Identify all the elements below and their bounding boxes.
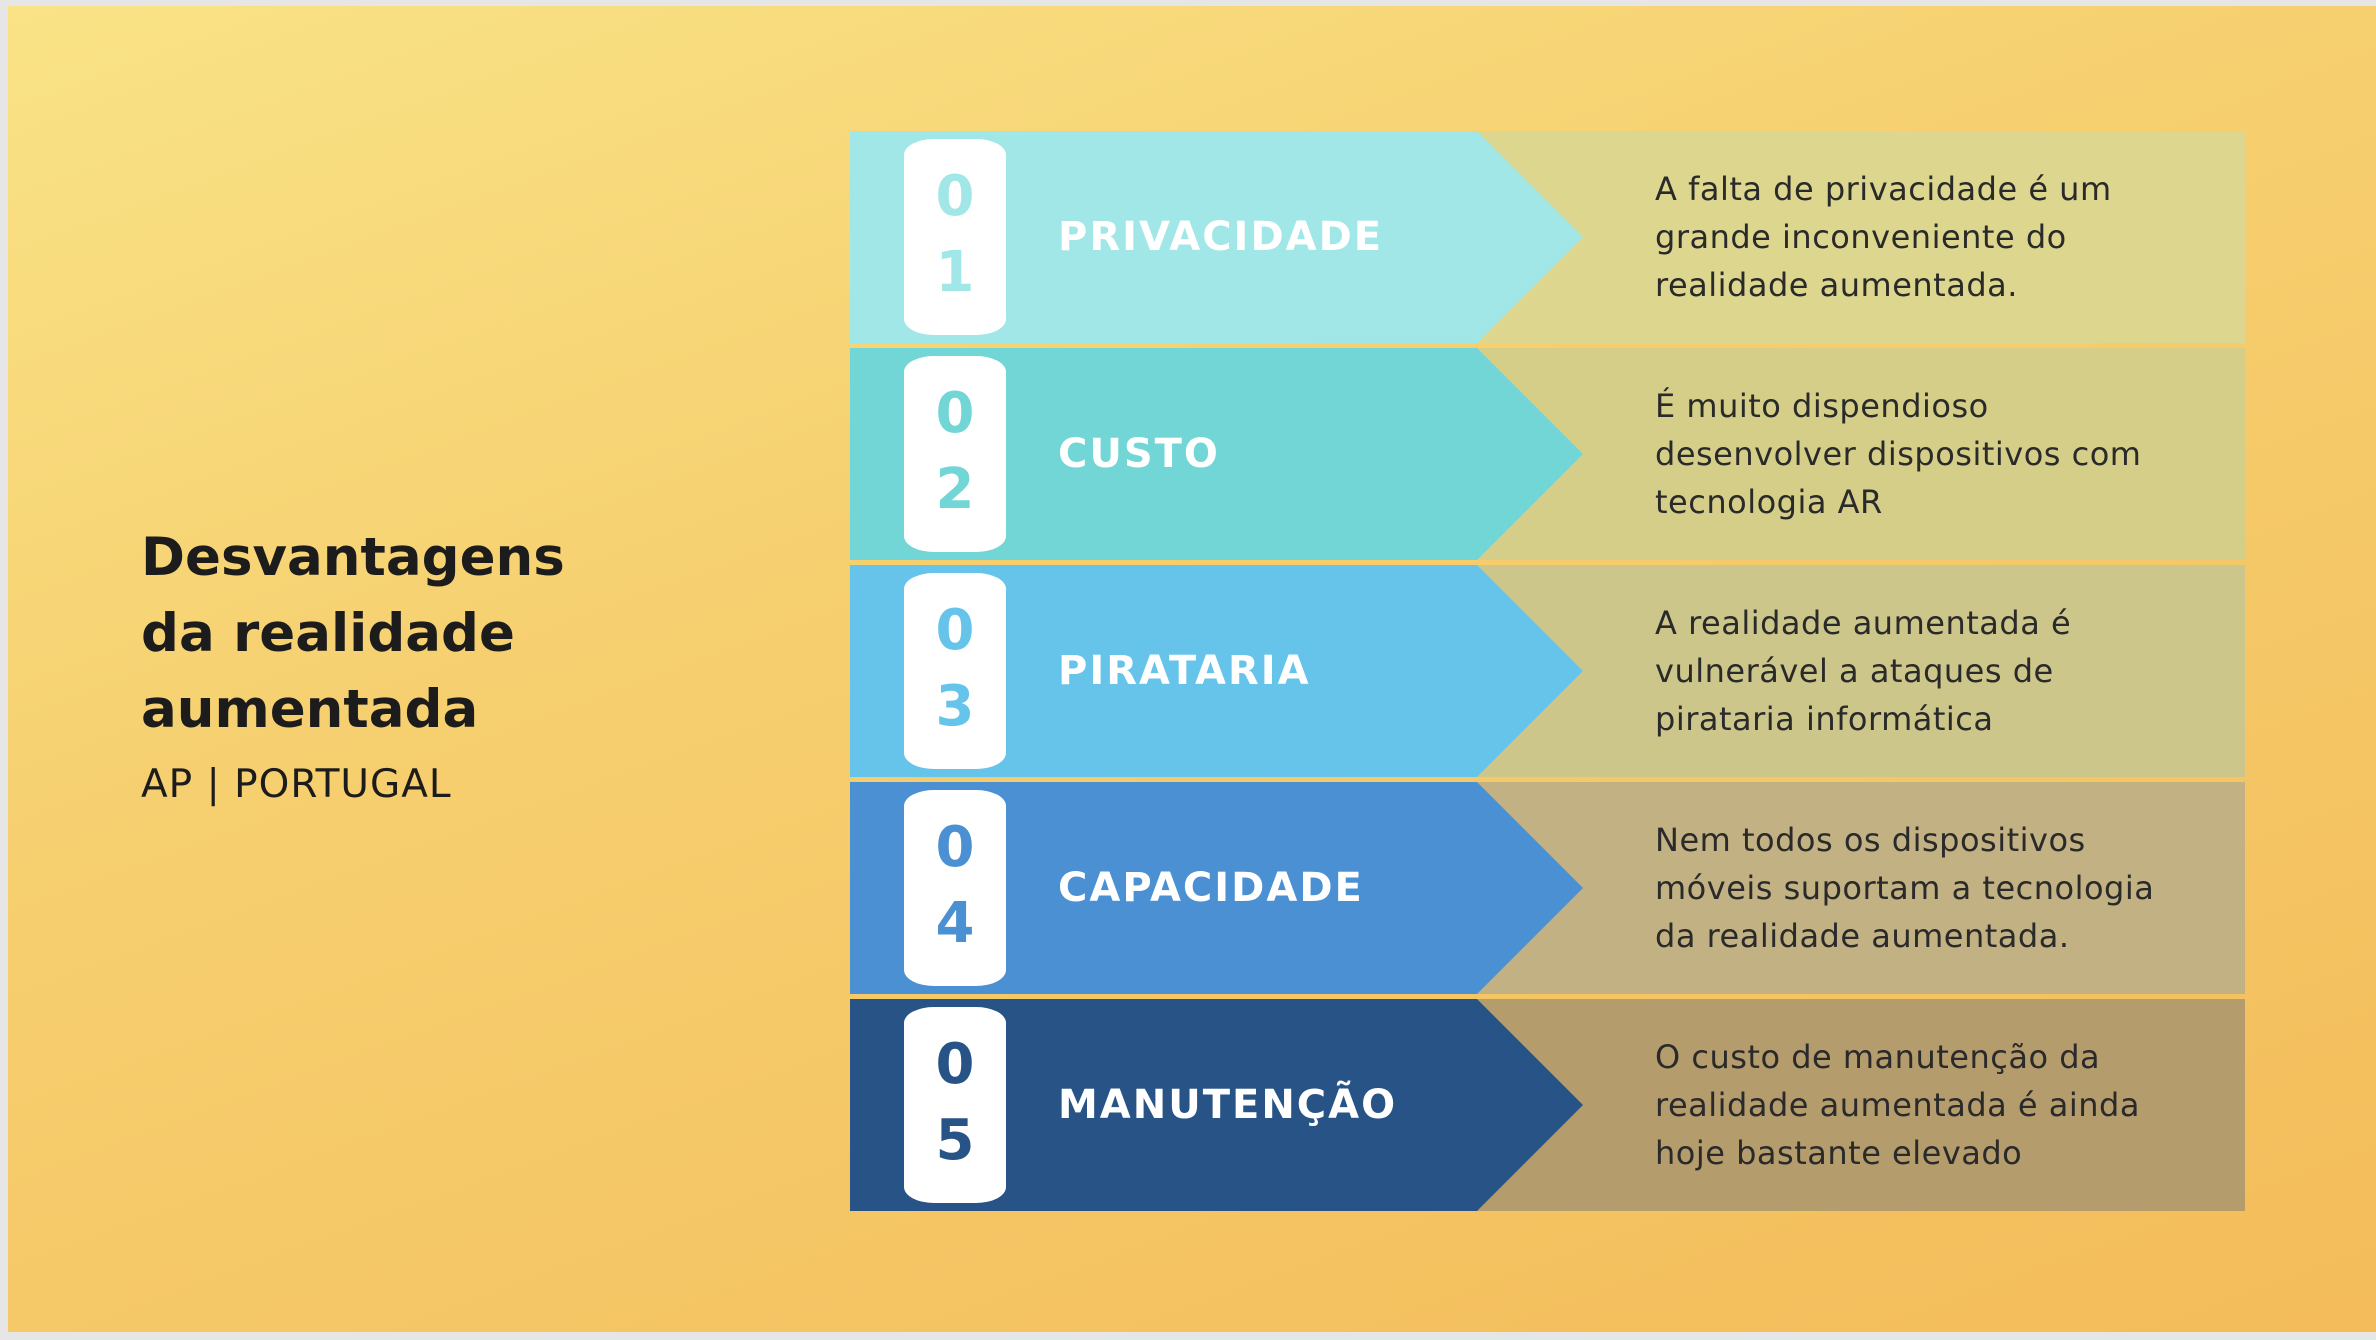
arrow-shape [850, 348, 1583, 560]
row-background [850, 565, 2245, 777]
number-digit: 0 [935, 381, 975, 446]
number-digit: 5 [935, 1108, 975, 1173]
item-description: Nem todos os dispositivos móveis suporta… [1655, 821, 2155, 955]
item-label: PIRATARIA [1058, 648, 1311, 694]
number-digit: 0 [935, 598, 975, 663]
number-digit: 0 [935, 815, 975, 880]
slide-title-line-2: da realidade [141, 603, 515, 664]
slide: Desvantagens da realidade aumentada AP |… [8, 6, 2376, 1332]
item-description: A realidade aumentada é vulnerável a ata… [1655, 604, 2072, 738]
arrow-shape [850, 565, 1583, 777]
row-background [850, 131, 2245, 343]
slide-title-line-3: aumentada [141, 679, 479, 740]
number-digit: 3 [935, 674, 975, 739]
number-digit: 0 [935, 164, 975, 229]
number-digit: 0 [935, 1032, 975, 1097]
item-description: O custo de manutenção da realidade aumen… [1655, 1038, 2140, 1172]
number-digit: 1 [935, 240, 975, 305]
item-label: CUSTO [1058, 431, 1220, 477]
slide-subtitle: AP | PORTUGAL [141, 762, 452, 807]
row-background [850, 782, 2245, 994]
arrow-shape [850, 782, 1583, 994]
item-label: MANUTENÇÃO [1058, 1082, 1398, 1128]
item-label: PRIVACIDADE [1058, 214, 1384, 260]
item-label: CAPACIDADE [1058, 865, 1364, 911]
slide-title-line-1: Desvantagens [141, 527, 565, 588]
slide-title: Desvantagens da realidade aumentada [141, 520, 701, 748]
arrow-shape [850, 999, 1583, 1211]
title-block: Desvantagens da realidade aumentada AP |… [141, 520, 701, 807]
arrow-shape [850, 131, 1583, 343]
row-background [850, 999, 2245, 1211]
number-digit: 4 [935, 891, 975, 956]
number-digit: 2 [935, 457, 975, 522]
item-description: A falta de privacidade é um grande incon… [1655, 170, 2112, 304]
row-background [850, 348, 2245, 560]
item-description: É muito dispendioso desenvolver disposit… [1655, 387, 2142, 521]
